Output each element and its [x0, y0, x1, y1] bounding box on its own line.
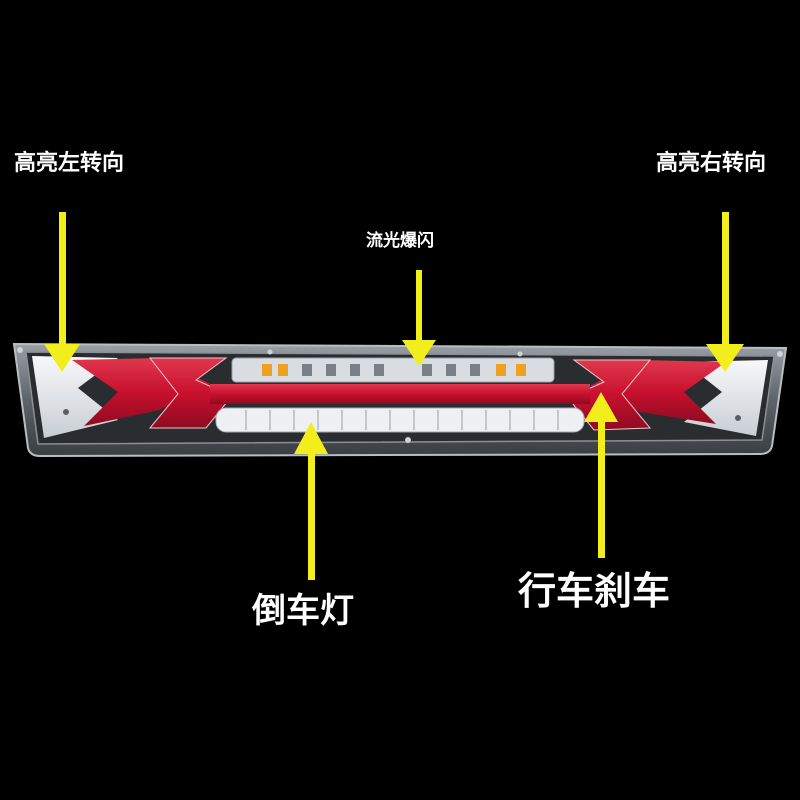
reverse-led-strip [215, 407, 585, 433]
arrow-brake [584, 392, 618, 558]
screw [735, 415, 741, 421]
led [302, 364, 312, 376]
led [422, 364, 432, 376]
screw [405, 437, 411, 443]
label-flash: 流光爆闪 [366, 231, 434, 251]
led [470, 364, 480, 376]
screw [777, 351, 783, 357]
amber-led [496, 364, 506, 376]
screw [267, 349, 273, 355]
led [374, 364, 384, 376]
led [350, 364, 360, 376]
led [326, 364, 336, 376]
amber-led [278, 364, 288, 376]
amber-led [516, 364, 526, 376]
label-left-turn: 高亮左转向 [14, 151, 125, 176]
arrow-left-turn [44, 212, 80, 372]
amber-led [262, 364, 272, 376]
led [446, 364, 456, 376]
screw [63, 409, 69, 415]
label-reverse-light: 倒车灯 [252, 591, 354, 631]
label-brake-light: 行车刹车 [518, 569, 671, 613]
arrow-flash [402, 270, 436, 366]
arrow-right-turn [706, 212, 744, 372]
arrow-reverse [294, 422, 328, 580]
screw [517, 351, 523, 357]
flash-led-dots [262, 364, 526, 376]
screw [17, 347, 23, 353]
label-right-turn: 高亮右转向 [656, 151, 767, 176]
reverse-led-cells [245, 410, 559, 430]
center-red-band [210, 384, 590, 404]
